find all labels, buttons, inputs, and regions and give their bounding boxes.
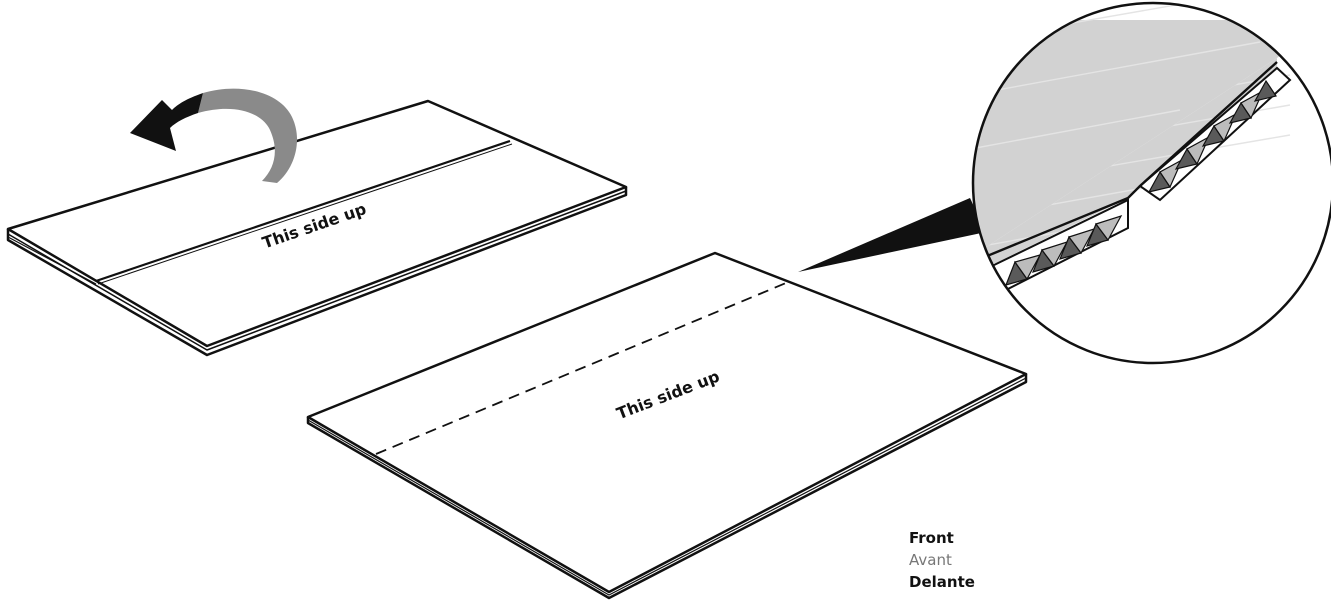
zoom-circle (971, 1, 1331, 365)
callout-pointer (798, 198, 986, 272)
legend-french: Avant (909, 551, 952, 569)
crease-line (375, 282, 787, 455)
legend-english: Front (909, 529, 954, 547)
orientation-legend: Front Avant Delante (909, 527, 975, 593)
flip-arrow-icon (130, 88, 298, 183)
zoom-detail (973, 3, 1330, 294)
legend-spanish: Delante (909, 573, 975, 591)
flat-sheet (306, 251, 1028, 600)
